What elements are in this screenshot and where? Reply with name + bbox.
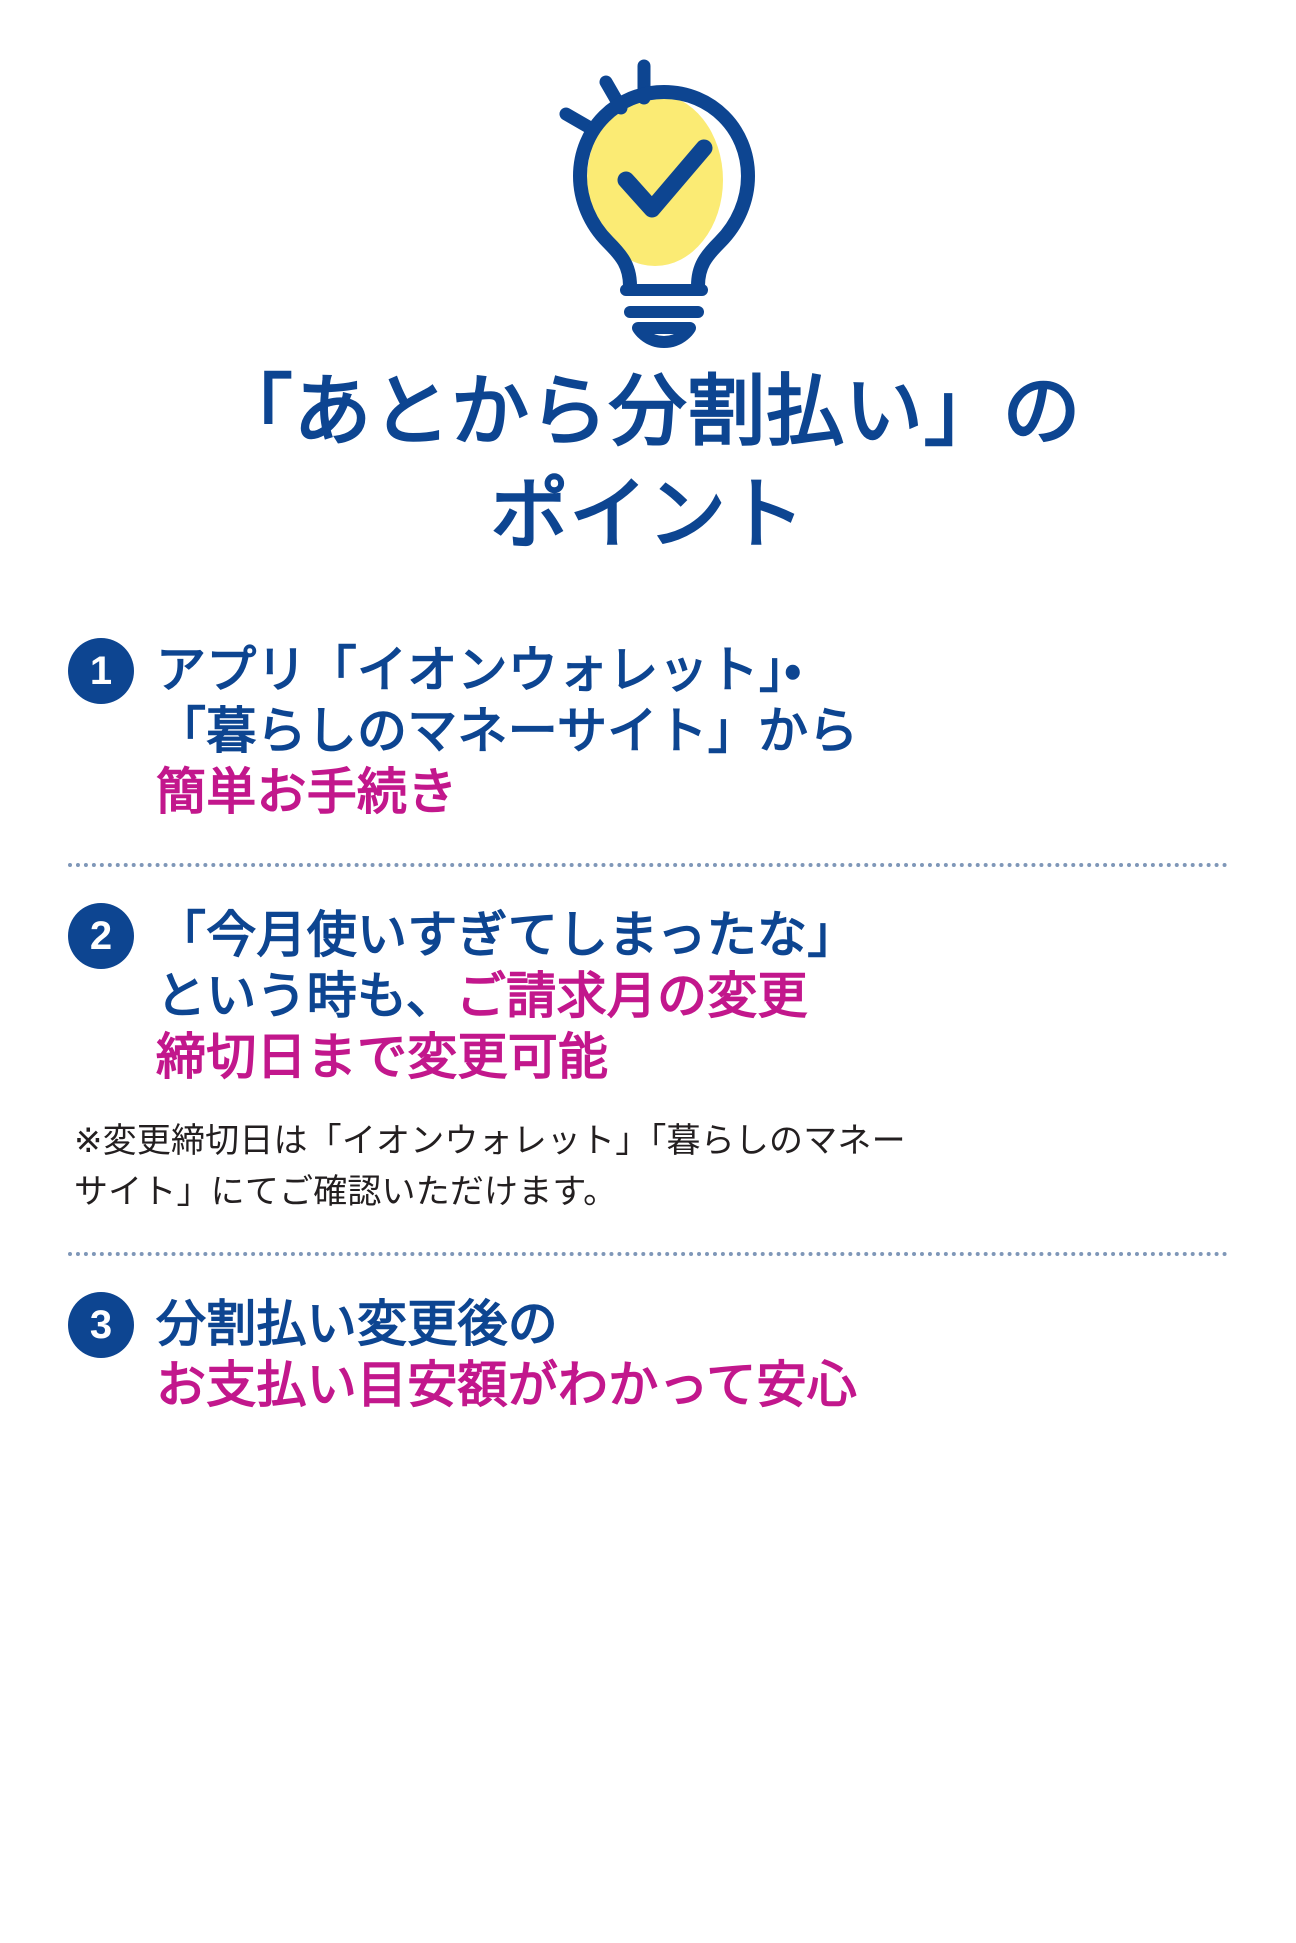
- title-highlight-1: 「あとから分割払い」の: [210, 360, 1086, 463]
- section-divider: [68, 1252, 1228, 1256]
- title-line-1: 「あとから分割払い」の: [0, 360, 1296, 463]
- list-item: 1 アプリ「イオンウォレット」・ 「暮らしのマネーサイト」から 簡単お手続き: [68, 638, 1228, 823]
- points-list: 1 アプリ「イオンウォレット」・ 「暮らしのマネーサイト」から 簡単お手続き 2…: [0, 638, 1296, 1416]
- point-text-segment-emphasis: ご請求月の変更: [456, 968, 808, 1024]
- title-line-1-text: 「あとから分割払い」の: [214, 367, 1082, 455]
- point-text-line-emphasis: 簡単お手続き: [156, 764, 458, 820]
- title-line-2: ポイント: [0, 463, 1296, 566]
- list-item: 2 「今月使いすぎてしまったな」 という時も、ご請求月の変更 締切日まで変更可能: [68, 903, 1228, 1088]
- point-number-badge: 2: [68, 903, 134, 969]
- point-note: ※変更締切日は「イオンウォレット」「暮らしのマネー サイト」にてご確認いただけま…: [68, 1116, 1228, 1218]
- point-text-line: 「暮らしのマネーサイト」から: [156, 703, 859, 759]
- list-item: 3 分割払い変更後の お支払い目安額がわかって安心: [68, 1292, 1228, 1416]
- section-divider: [68, 863, 1228, 867]
- note-line: サイト」にてご確認いただけます。: [74, 1173, 618, 1211]
- page-title: 「あとから分割払い」の ポイント: [0, 360, 1296, 566]
- point-number-badge: 3: [68, 1292, 134, 1358]
- point-text-line-emphasis: お支払い目安額がわかって安心: [156, 1357, 857, 1413]
- hero-icon-container: [0, 28, 1296, 348]
- point-body: 分割払い変更後の お支払い目安額がわかって安心: [156, 1292, 1228, 1416]
- point-text-line: 「今月使いすぎてしまったな」: [156, 907, 858, 963]
- lightbulb-check-icon: [559, 59, 755, 348]
- title-highlight-2: ポイント: [486, 463, 810, 566]
- point-text-line: 分割払い変更後の: [156, 1296, 558, 1352]
- point-text-line-emphasis: 締切日まで変更可能: [156, 1029, 609, 1085]
- point-body: 「今月使いすぎてしまったな」 という時も、ご請求月の変更 締切日まで変更可能: [156, 903, 1228, 1088]
- point-text-segment: という時も、: [156, 968, 456, 1024]
- point-number-badge: 1: [68, 638, 134, 704]
- point-text-line: アプリ「イオンウォレット」・: [156, 642, 802, 698]
- note-line: ※変更締切日は「イオンウォレット」「暮らしのマネー: [74, 1122, 906, 1160]
- point-text-line-mixed: という時も、ご請求月の変更: [156, 966, 1228, 1027]
- point-body: アプリ「イオンウォレット」・ 「暮らしのマネーサイト」から 簡単お手続き: [156, 638, 1228, 823]
- title-line-2-text: ポイント: [490, 469, 806, 558]
